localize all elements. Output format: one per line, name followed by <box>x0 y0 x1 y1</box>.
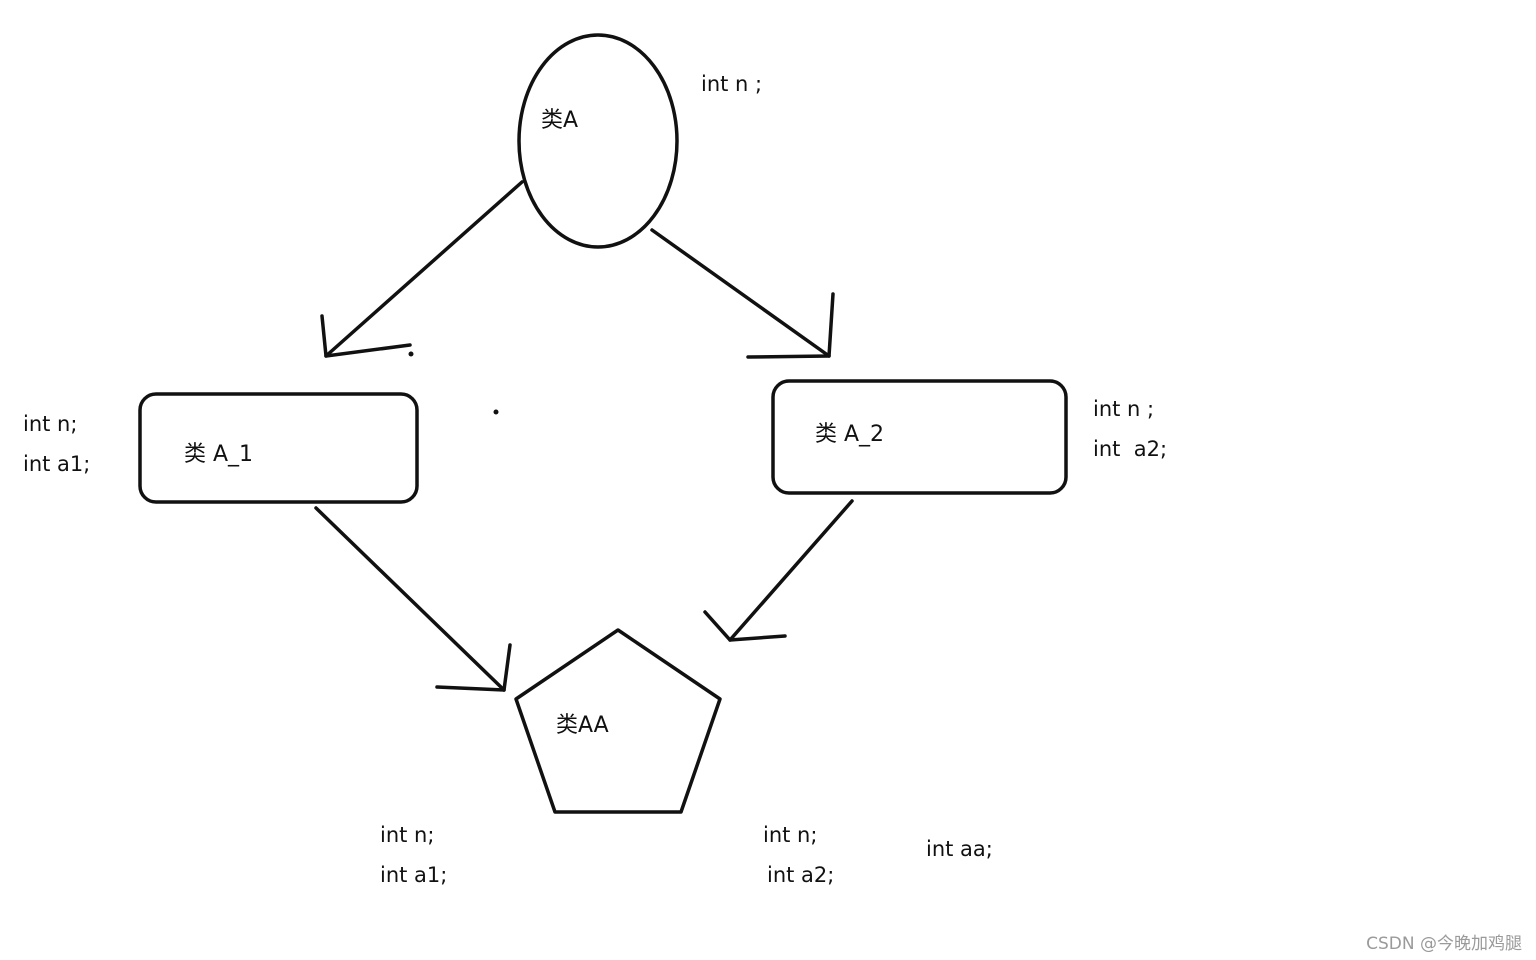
edge-a-to-a1 <box>324 180 524 358</box>
class-a1-field-n: int n; <box>23 412 78 436</box>
stray-dot <box>493 409 499 415</box>
class-aa-inherited-a1: int a1; <box>380 863 448 887</box>
class-a1-box <box>138 392 419 504</box>
watermark-text: CSDN @今晚加鸡腿 <box>1366 934 1522 954</box>
class-aa-inherited-a2: int a2; <box>767 863 835 887</box>
class-a-field-n: int n ; <box>701 72 763 96</box>
class-a2-box <box>771 379 1068 495</box>
arrowhead-a2 <box>746 292 835 359</box>
edge-a-to-a2 <box>650 228 831 358</box>
class-a2-field-a2: int a2; <box>1093 437 1168 461</box>
class-aa-inherited-n-left: int n; <box>380 823 435 847</box>
class-aa-pentagon <box>514 628 722 814</box>
edge-a1-to-aa <box>314 506 506 692</box>
class-aa-label: 类AA <box>556 713 609 738</box>
stray-dot <box>408 351 414 357</box>
arrowhead-a1 <box>320 314 412 358</box>
edge-a2-to-aa <box>728 499 854 642</box>
class-a1-label: 类 A_1 <box>184 442 254 467</box>
class-a-ellipse <box>517 33 679 249</box>
arrowhead-aa-right <box>703 610 787 642</box>
class-aa-inherited-n-right: int n; <box>763 823 818 847</box>
class-a1-field-a1: int a1; <box>23 452 91 476</box>
class-aa-field-aa: int aa; <box>926 837 993 861</box>
class-a2-field-n: int n ; <box>1093 397 1155 421</box>
class-a2-label: 类 A_2 <box>815 422 885 447</box>
class-a-label: 类A <box>541 108 579 133</box>
arrowhead-aa-left <box>435 643 512 692</box>
